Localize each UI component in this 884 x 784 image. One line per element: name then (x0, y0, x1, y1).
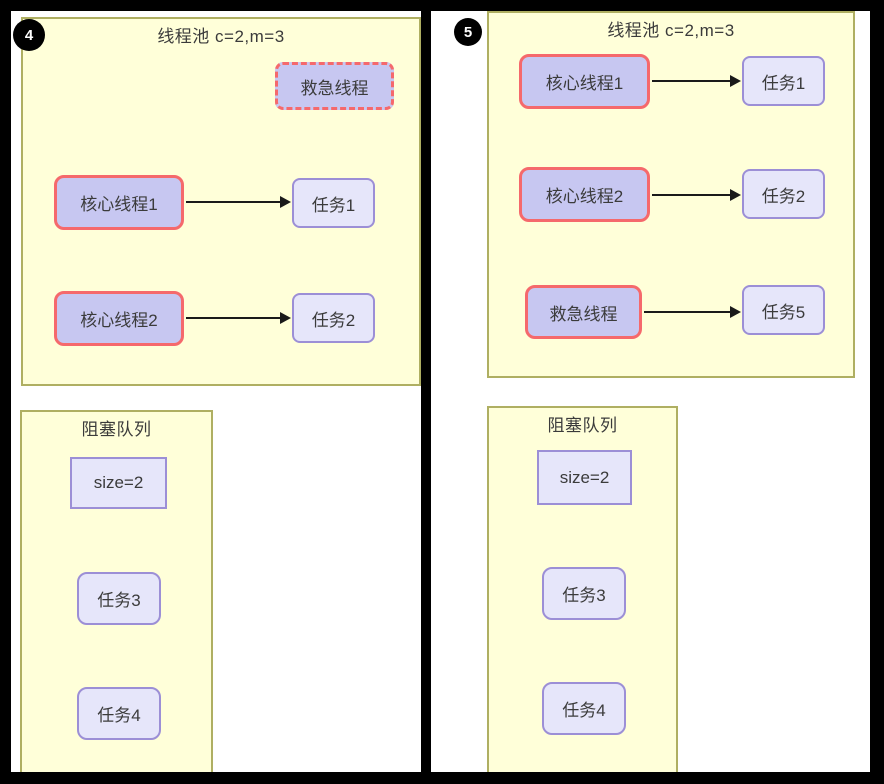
queue-size-node[interactable]: size=2 (537, 450, 632, 505)
task-2-node[interactable]: 任务2 (742, 169, 825, 219)
arrow-shaft (644, 311, 732, 313)
arrow-connector (652, 189, 741, 201)
task-4-node[interactable]: 任务4 (77, 687, 161, 740)
diagram-canvas: 4 线程池 c=2,m=3 救急线程 核心线程1 任务1 核心线程2 任务2 阻… (11, 11, 870, 772)
panel-divider (421, 11, 431, 772)
arrow-shaft (652, 80, 732, 82)
thread-pool-title: 线程池 c=2,m=3 (157, 27, 285, 46)
arrow-head-icon (730, 306, 741, 318)
blocking-queue-title: 阻塞队列 (547, 416, 618, 435)
arrow-head-icon (280, 196, 291, 208)
thread-pool-box-5: 线程池 c=2,m=3 核心线程1 任务1 核心线程2 任务2 救急线程 任务5 (487, 11, 855, 378)
arrow-connector (652, 75, 741, 87)
core-thread-1-node[interactable]: 核心线程1 (519, 54, 650, 109)
step-badge-5: 5 (454, 18, 482, 46)
task-1-node[interactable]: 任务1 (292, 178, 375, 228)
arrow-shaft (652, 194, 732, 196)
standby-thread-node[interactable]: 救急线程 (525, 285, 642, 339)
arrow-connector (186, 312, 291, 324)
thread-pool-title: 线程池 c=2,m=3 (607, 21, 735, 40)
task-3-node[interactable]: 任务3 (542, 567, 626, 620)
task-3-node[interactable]: 任务3 (77, 572, 161, 625)
task-2-node[interactable]: 任务2 (292, 293, 375, 343)
queue-size-node[interactable]: size=2 (70, 457, 167, 509)
task-4-node[interactable]: 任务4 (542, 682, 626, 735)
arrow-head-icon (730, 189, 741, 201)
core-thread-1-node[interactable]: 核心线程1 (54, 175, 184, 230)
task-1-node[interactable]: 任务1 (742, 56, 825, 106)
arrow-connector (186, 196, 291, 208)
step-badge-4: 4 (13, 19, 45, 51)
core-thread-2-node[interactable]: 核心线程2 (519, 167, 650, 222)
arrow-connector (644, 306, 741, 318)
blocking-queue-box-4: 阻塞队列 size=2 任务3 任务4 (20, 410, 213, 772)
arrow-shaft (186, 317, 282, 319)
task-5-node[interactable]: 任务5 (742, 285, 825, 335)
blocking-queue-title: 阻塞队列 (81, 420, 152, 439)
standby-thread-node[interactable]: 救急线程 (275, 62, 394, 110)
arrow-shaft (186, 201, 282, 203)
thread-pool-box-4: 线程池 c=2,m=3 救急线程 核心线程1 任务1 核心线程2 任务2 (21, 17, 421, 386)
blocking-queue-box-5: 阻塞队列 size=2 任务3 任务4 (487, 406, 678, 772)
core-thread-2-node[interactable]: 核心线程2 (54, 291, 184, 346)
arrow-head-icon (280, 312, 291, 324)
arrow-head-icon (730, 75, 741, 87)
